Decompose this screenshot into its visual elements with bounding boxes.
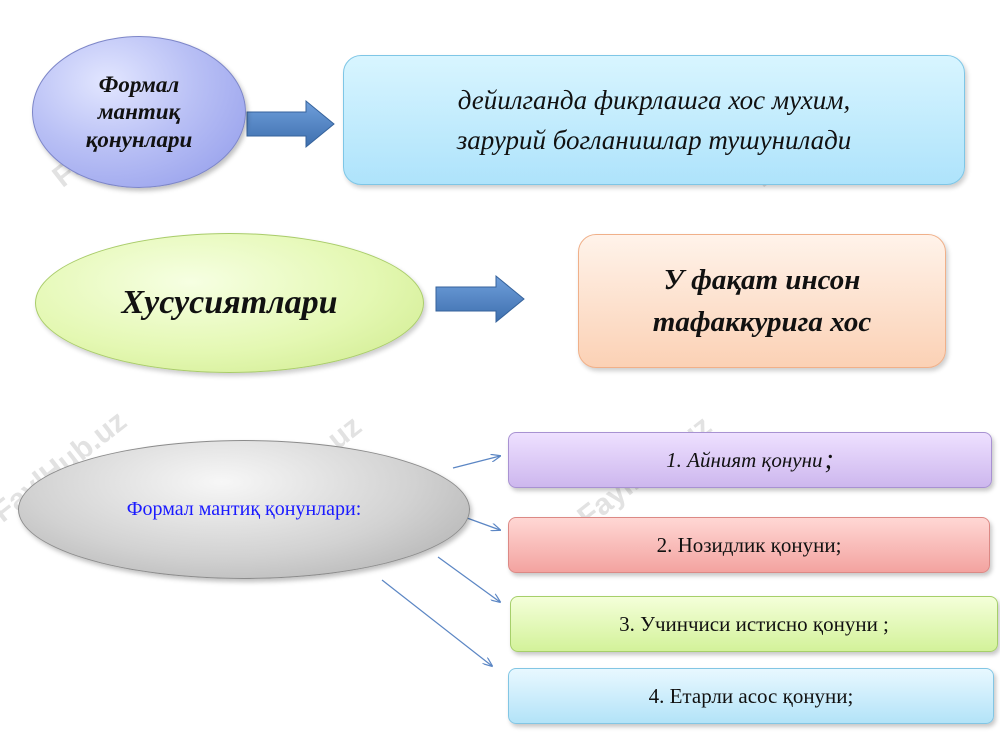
law-1-box: 1. Айният қонуни; (508, 432, 992, 488)
law-4-box: 4. Етарли асос қонуни; (508, 668, 994, 724)
laws-list-oval: Формал мантиқ қонунлари: (18, 440, 470, 579)
thin-arrow-law-2 (466, 517, 500, 530)
law-3-text: 3. Учинчиси истисно қонуни ; (619, 611, 889, 636)
definition-line: зарурий богланишлар тушунилади (456, 125, 852, 155)
property-line: У фақат инсон (663, 263, 861, 296)
law-3-box: 3. Учинчиси истисно қонуни ; (510, 596, 998, 652)
oval1-line: мантиқ (97, 99, 181, 125)
oval1-line: қонунлари (85, 126, 193, 152)
properties-label: Хусусиятлари (121, 284, 338, 321)
definition-box: дейилганда фикрлашга хос мухим, зарурий … (343, 55, 965, 185)
definition-line: дейилганда фикрлашга хос мухим, (457, 84, 851, 115)
law-1-text: 1. Айният қонуни (666, 447, 823, 472)
law-2-text: 2. Нозидлик қонуни; (656, 532, 842, 557)
thin-arrow-law-3 (437, 556, 500, 602)
thin-arrow-law-4 (381, 579, 492, 666)
oval1-line: Формал (98, 71, 180, 97)
block-arrow-2 (435, 274, 525, 324)
law-4-text: 4. Етарли асос қонуни; (648, 683, 854, 708)
block-arrow-1 (246, 99, 335, 149)
law-1-suffix: ; (824, 444, 834, 475)
law-2-box: 2. Нозидлик қонуни; (508, 517, 990, 573)
laws-list-label: Формал мантиқ қонунлари: (126, 498, 362, 520)
formal-logic-laws-oval: Формал мантиқ қонунлари (32, 36, 246, 188)
thin-arrow-law-1 (452, 456, 500, 469)
properties-oval: Хусусиятлари (35, 233, 424, 373)
property-box: У фақат инсон тафаккурига хос (578, 234, 946, 368)
property-line: тафаккурига хос (652, 306, 872, 338)
